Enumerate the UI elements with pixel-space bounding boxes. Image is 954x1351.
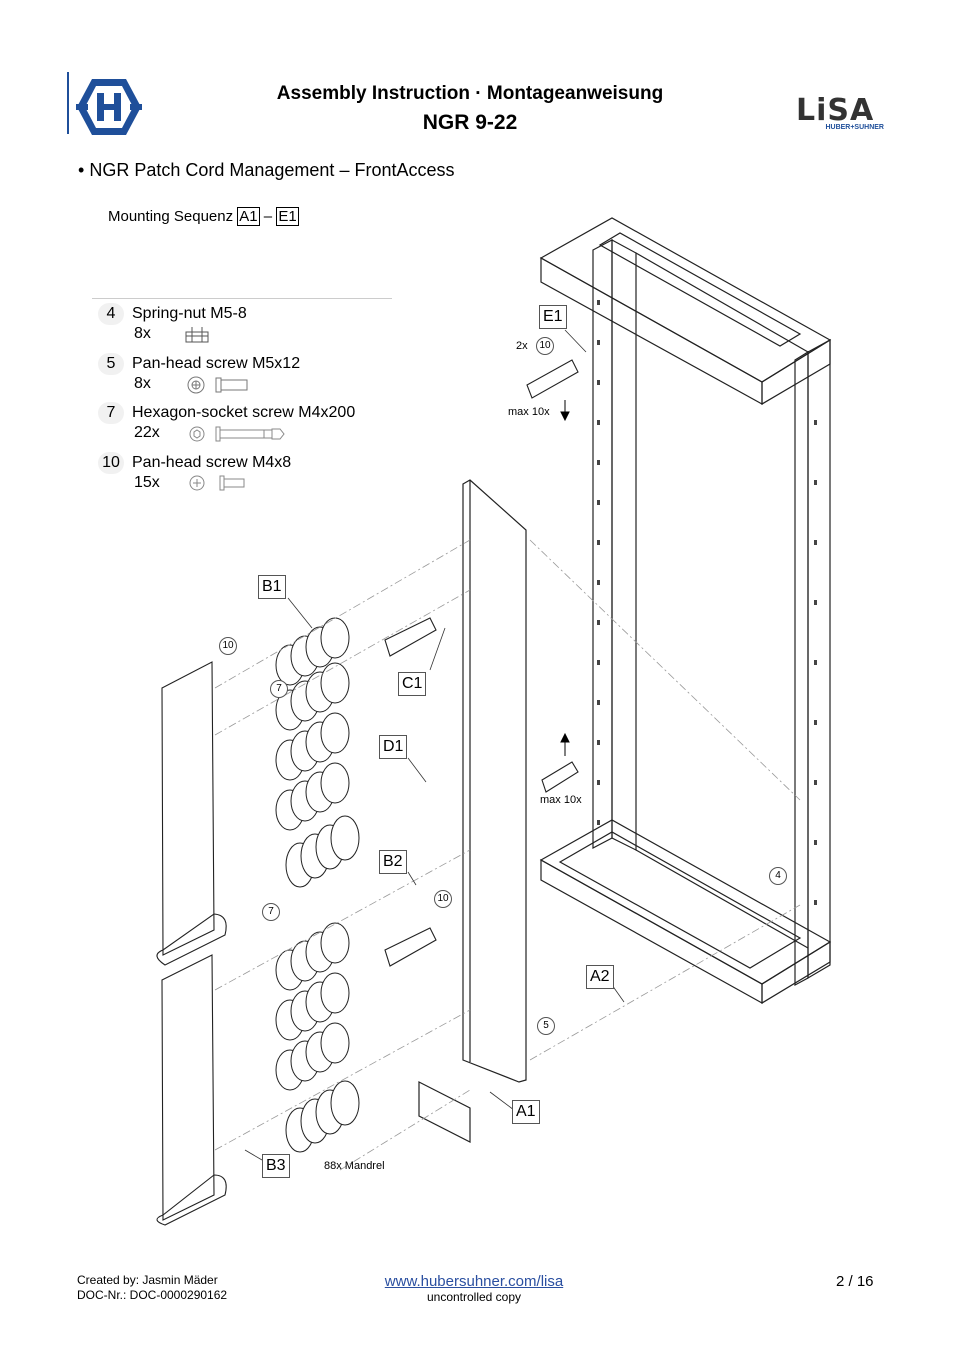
max-label-middle: max 10x bbox=[540, 794, 582, 806]
part-name: Pan-head screw M5x12 bbox=[132, 355, 301, 372]
pan-head-screw-icon bbox=[187, 376, 248, 394]
mandrel-count-label: 88x Mandrel bbox=[324, 1160, 385, 1172]
part-row-10: 10 Pan-head screw M4x8 bbox=[98, 452, 291, 474]
part-qty-4: 8x bbox=[134, 325, 151, 342]
part-number: 7 bbox=[98, 402, 124, 424]
footer-meta: Created by: Jasmin Mäder DOC-Nr.: DOC-00… bbox=[77, 1273, 227, 1303]
part-circle-b2-screw: 10 bbox=[434, 890, 452, 908]
header-divider-line bbox=[67, 72, 69, 134]
header: Assembly Instruction · Montageanweisung … bbox=[0, 0, 954, 150]
sequence-dash: – bbox=[263, 208, 273, 225]
mounting-sequence: Mounting Sequenz A1 – E1 bbox=[108, 207, 299, 226]
lisa-logo-text: LiSA bbox=[796, 93, 875, 128]
part-name: Pan-head screw M4x8 bbox=[132, 454, 292, 471]
part-qty-10: 15x bbox=[134, 474, 160, 491]
document-title: Assembly Instruction · Montageanweisung bbox=[276, 83, 664, 104]
uncontrolled-copy-note: uncontrolled copy bbox=[426, 1290, 522, 1304]
spring-nut-icon bbox=[185, 327, 209, 343]
hex-socket-screw-icon bbox=[189, 426, 285, 442]
mandrel-groups bbox=[275, 617, 360, 1153]
lisa-logo-subtext: HUBER+SUHNER bbox=[825, 124, 884, 131]
part-row-7: 7 Hexagon-socket screw M4x200 bbox=[98, 402, 355, 424]
sequence-to: E1 bbox=[276, 207, 299, 226]
part-name: Hexagon-socket screw M4x200 bbox=[132, 404, 356, 421]
part-circle-b2-hex: 7 bbox=[262, 903, 280, 921]
part-name: Spring-nut M5-8 bbox=[132, 305, 247, 322]
page-number: 2 / 16 bbox=[836, 1273, 874, 1290]
small-screw-icon bbox=[189, 475, 245, 491]
callout-d1: D1 bbox=[379, 735, 408, 759]
max-label-top: max 10x bbox=[508, 406, 550, 418]
part-circle-b1-hex: 7 bbox=[270, 680, 288, 698]
part-qty-5: 8x bbox=[134, 375, 151, 392]
callout-b2: B2 bbox=[379, 850, 407, 874]
callout-a1: A1 bbox=[512, 1100, 540, 1124]
assembly-lines bbox=[214, 539, 801, 1171]
e1-quantity-label: 2x bbox=[516, 340, 528, 352]
section-heading: • NGR Patch Cord Management – FrontAcces… bbox=[78, 160, 454, 181]
part-circle-b1-screw: 10 bbox=[219, 637, 237, 655]
part-row-5: 5 Pan-head screw M5x12 bbox=[98, 353, 300, 375]
rack-holes bbox=[597, 300, 817, 905]
leader-lines bbox=[244, 329, 625, 1161]
part-number: 4 bbox=[98, 303, 124, 325]
website-link[interactable]: www.hubersuhner.com/lisa bbox=[384, 1273, 564, 1290]
part-row-4: 4 Spring-nut M5-8 bbox=[98, 303, 247, 325]
rack-frame bbox=[539, 217, 832, 1005]
product-name: NGR 9-22 bbox=[422, 111, 518, 134]
mounting-plate bbox=[418, 479, 527, 1143]
created-by: Created by: Jasmin Mäder bbox=[77, 1273, 218, 1287]
brackets bbox=[384, 359, 579, 967]
part-circle-a1-screw: 5 bbox=[537, 1017, 555, 1035]
bullet-point: • bbox=[78, 160, 85, 180]
callout-c1: C1 bbox=[398, 672, 427, 696]
part-circle-a2-nut: 4 bbox=[769, 867, 787, 885]
callout-e1: E1 bbox=[539, 305, 567, 329]
part-number: 10 bbox=[98, 452, 124, 474]
part-circle-e1-screw: 10 bbox=[536, 337, 554, 355]
callout-b3: B3 bbox=[262, 1154, 290, 1178]
sequence-from: A1 bbox=[237, 207, 260, 226]
footer-center: www.hubersuhner.com/lisa uncontrolled co… bbox=[360, 1273, 588, 1304]
sequence-label: Mounting Sequenz bbox=[108, 208, 234, 225]
section-heading-text: NGR Patch Cord Management – FrontAccess bbox=[89, 160, 455, 180]
document-number: DOC-Nr.: DOC-0000290162 bbox=[77, 1288, 228, 1302]
hubersuhner-emblem-logo bbox=[76, 79, 142, 135]
part-qty-7: 22x bbox=[134, 424, 160, 441]
direction-arrows bbox=[560, 400, 570, 756]
parts-list-divider bbox=[92, 298, 392, 299]
callout-b1: B1 bbox=[258, 575, 286, 599]
part-number: 5 bbox=[98, 353, 124, 375]
lisa-logo: LiSA HUBER+SUHNER bbox=[796, 96, 884, 136]
callout-a2: A2 bbox=[586, 965, 614, 989]
cable-tray-left bbox=[156, 661, 227, 1226]
